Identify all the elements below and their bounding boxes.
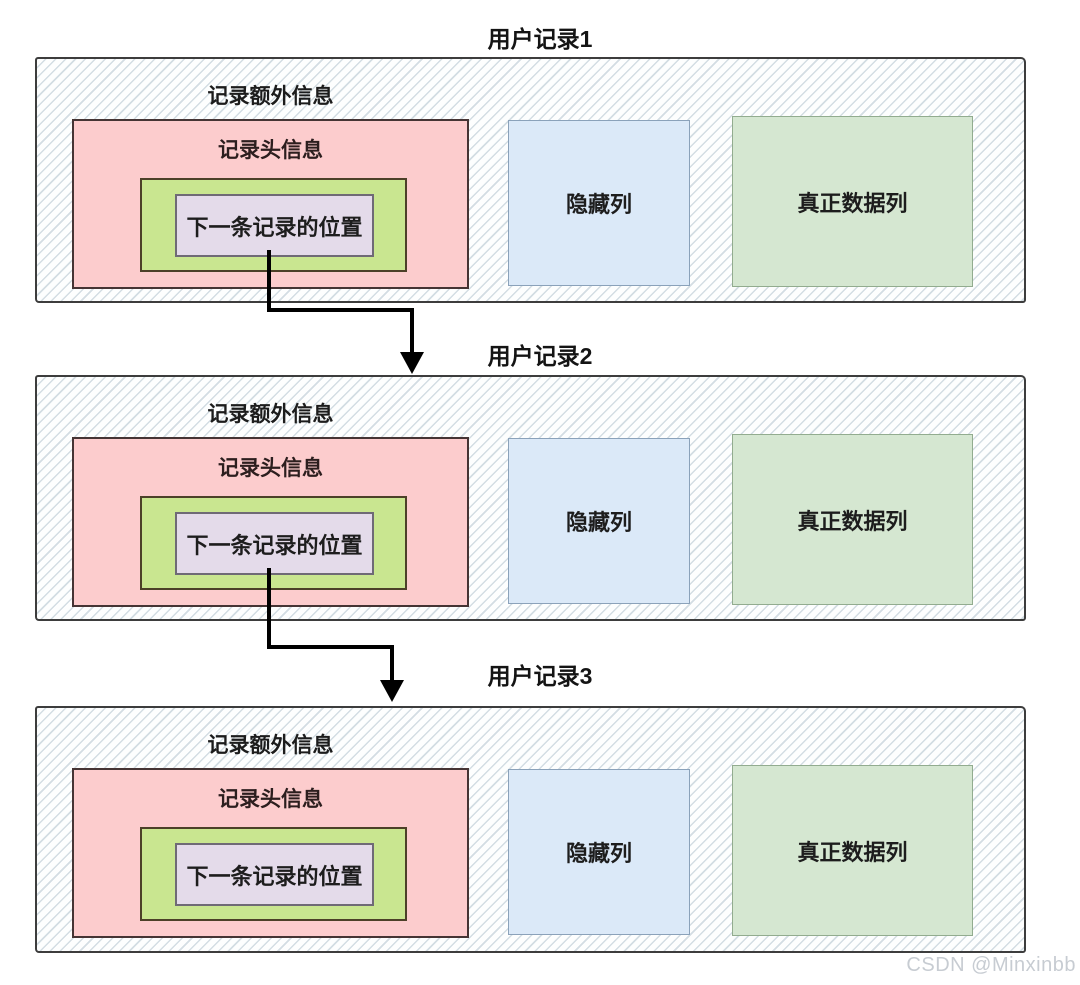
record-3-title: 用户记录3 [487, 663, 593, 689]
record-block-1: 记录额外信息 记录头信息 下一条记录的位置 隐藏列 真正数据列 [35, 57, 1026, 303]
hidden-columns-label: 隐藏列 [565, 510, 632, 535]
real-data-columns-label: 真正数据列 [797, 508, 908, 534]
hidden-columns-box: 隐藏列 [508, 120, 690, 286]
next-record-position-label: 下一条记录的位置 [186, 214, 363, 240]
next-record-position-box: 下一条记录的位置 [175, 512, 374, 575]
extra-info-label: 记录额外信息 [207, 85, 334, 108]
extra-info-label: 记录额外信息 [207, 403, 334, 426]
header-info-label: 记录头信息 [218, 457, 323, 480]
next-record-wrapper-box: 下一条记录的位置 [140, 827, 407, 921]
real-data-columns-label: 真正数据列 [797, 190, 908, 216]
record-block-2: 记录额外信息 记录头信息 下一条记录的位置 隐藏列 真正数据列 [35, 375, 1026, 621]
next-record-position-box: 下一条记录的位置 [175, 843, 374, 906]
watermark-text: CSDN @Minxinbb [906, 954, 1076, 976]
record-header-box: 记录头信息 下一条记录的位置 [72, 768, 469, 938]
record-header-box: 记录头信息 下一条记录的位置 [72, 119, 469, 289]
real-data-columns-box: 真正数据列 [732, 765, 973, 936]
real-data-columns-label: 真正数据列 [797, 839, 908, 865]
record-2-title: 用户记录2 [487, 343, 593, 369]
real-data-columns-box: 真正数据列 [732, 116, 973, 287]
record-header-box: 记录头信息 下一条记录的位置 [72, 437, 469, 607]
next-record-position-label: 下一条记录的位置 [186, 532, 363, 558]
hidden-columns-box: 隐藏列 [508, 769, 690, 935]
header-info-label: 记录头信息 [218, 788, 323, 811]
header-info-label: 记录头信息 [218, 139, 323, 162]
extra-info-label: 记录额外信息 [207, 734, 334, 757]
next-record-wrapper-box: 下一条记录的位置 [140, 496, 407, 590]
next-record-position-label: 下一条记录的位置 [186, 863, 363, 889]
next-record-position-box: 下一条记录的位置 [175, 194, 374, 257]
next-record-wrapper-box: 下一条记录的位置 [140, 178, 407, 272]
hidden-columns-label: 隐藏列 [565, 192, 632, 217]
real-data-columns-box: 真正数据列 [732, 434, 973, 605]
hidden-columns-label: 隐藏列 [565, 841, 632, 866]
hidden-columns-box: 隐藏列 [508, 438, 690, 604]
record-1-title: 用户记录1 [487, 26, 593, 52]
record-block-3: 记录额外信息 记录头信息 下一条记录的位置 隐藏列 真正数据列 [35, 706, 1026, 953]
